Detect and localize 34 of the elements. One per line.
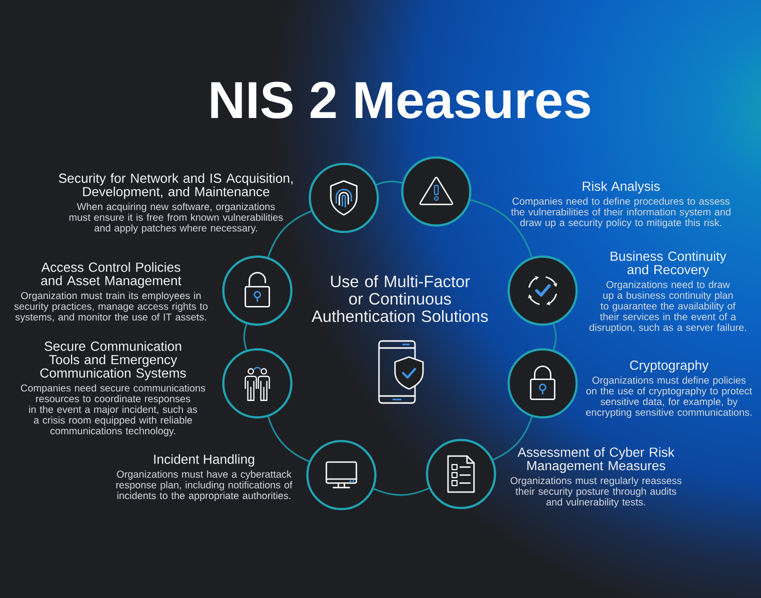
center-text: Use of Multi-Factor or Continuous Authentication Solutions <box>312 275 488 322</box>
heading: Cryptography <box>630 360 709 373</box>
icon-circle <box>222 348 292 418</box>
description: Companies need to define procedures to assess the vulnerabilities of their information system and draw up a security policy to mitigate this risk. <box>511 197 730 228</box>
connector-line <box>470 199 533 258</box>
connector-line <box>267 210 312 258</box>
connector-line <box>552 324 557 350</box>
connector-line <box>267 416 310 462</box>
heading: Secure Communication Tools and Emergency Communication Systems <box>40 341 186 380</box>
description: Organizations need to draw up a business continuity plan to guarantee the availability of their services in the event of a disruption, such as a server failure. <box>590 280 746 333</box>
icon-circle <box>508 348 578 418</box>
description: Organizations must have a cyberattack response plan, including notifications of incidents to the appropriate authorities. <box>116 470 292 502</box>
connector-line <box>376 180 402 186</box>
connector-line <box>492 416 533 460</box>
heading: Business Continuity and Recovery <box>610 251 726 277</box>
description: Organizations must define policies on the use of cryptography to protect sensitive data, for example, by encrypting sensitive communications. <box>586 376 752 418</box>
description: Organizations must regularly reassess their security posture through audits and vulnerability tests. <box>510 476 682 508</box>
icon-circle <box>308 162 379 234</box>
icon-circle <box>401 156 472 227</box>
heading: Security for Network and IS Acquisition, Development, and Maintenance <box>58 173 293 199</box>
heading: Assessment of Cyber Risk Management Measures <box>518 447 674 473</box>
heading: Incident Handling <box>154 454 254 467</box>
connector-line <box>373 488 430 496</box>
icon-circle <box>426 438 496 510</box>
heading: Access Control Policies and Asset Management <box>41 262 182 288</box>
icon-circle <box>306 440 376 510</box>
icon-circle <box>508 256 578 326</box>
description: Organization must train its employees in security practices, manage access rights to systems, and monitor the use of IT assets. <box>14 292 208 323</box>
description: When acquiring new software, organizations must ensure it is free from known vulnerabilities and apply patches where necessary. <box>69 202 283 234</box>
title: NIS 2 Measures <box>211 82 590 118</box>
icon-circle <box>222 256 292 326</box>
description: Companies need secure communications resources to coordinate responses in the event a major incident, such as a crisis room equipped with reliable communications technology. <box>20 384 206 436</box>
heading: Risk Analysis <box>582 181 660 194</box>
connector-line <box>243 324 248 350</box>
